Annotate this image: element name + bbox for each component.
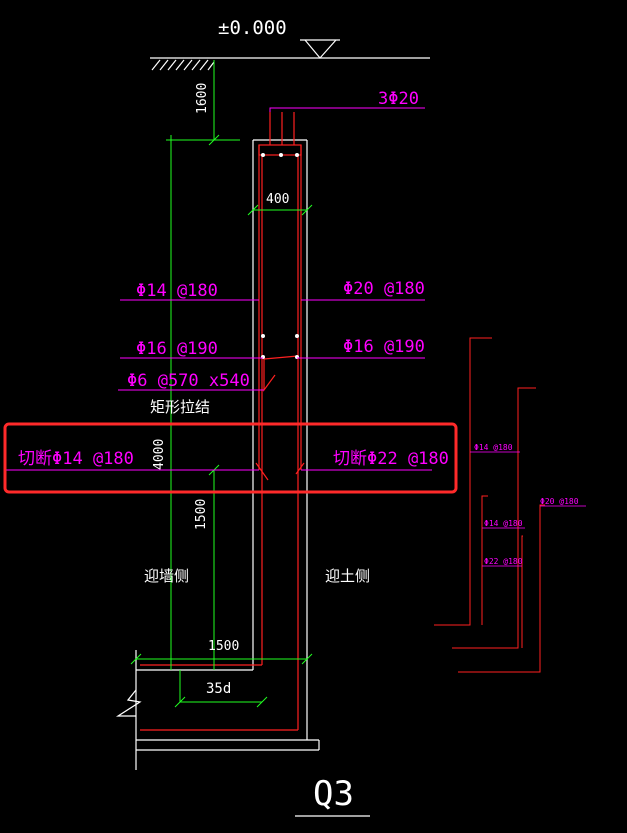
dim-1500-horizontal-label: 1500: [208, 639, 239, 654]
drawing-title: Q3: [313, 774, 354, 814]
elevation-marker: [300, 39, 340, 59]
soil-side-right-label: 迎土侧: [325, 567, 370, 585]
tie-note-label: 矩形拉结: [150, 398, 210, 416]
dim-1500-vertical-label: 1500: [194, 499, 209, 530]
wall-outline: [115, 139, 320, 770]
leader-lines: [6, 107, 432, 471]
right-bar-2-label: Φ16 @190: [343, 337, 425, 357]
cut-left-label: 切断Φ14 @180: [18, 449, 134, 469]
mini-label-4: Φ22 @180: [484, 557, 523, 566]
right-bar-1-label: Φ20 @180: [343, 279, 425, 299]
mini-leaders: [470, 451, 586, 567]
dim-1600-label: 1600: [195, 83, 210, 114]
ground-line: [150, 57, 430, 71]
dim-4000-label: 4000: [152, 439, 167, 470]
bar-dots: [261, 153, 299, 359]
dimension-lines: [130, 60, 313, 708]
dim-400-label: 400: [266, 192, 289, 207]
elevation-label: ±0.000: [218, 17, 287, 39]
mini-rebar-diagram: [434, 337, 545, 673]
dim-35d-label: 35d: [206, 681, 231, 697]
highlight-box: [3, 422, 458, 494]
cut-right-label: 切断Φ22 @180: [333, 449, 449, 469]
top-bars-label: 3Φ20: [378, 89, 419, 109]
mini-label-1: Φ14 @180: [474, 443, 513, 452]
wall-side-left-label: 迎墙侧: [144, 567, 189, 585]
left-bar-1-label: Φ14 @180: [136, 281, 218, 301]
mini-label-2: Φ20 @180: [540, 497, 579, 506]
left-bar-2-label: Φ16 @190: [136, 339, 218, 359]
mini-label-3: Φ14 @180: [484, 519, 523, 528]
tie-spec-label: Φ6 @570 x540: [127, 371, 250, 391]
